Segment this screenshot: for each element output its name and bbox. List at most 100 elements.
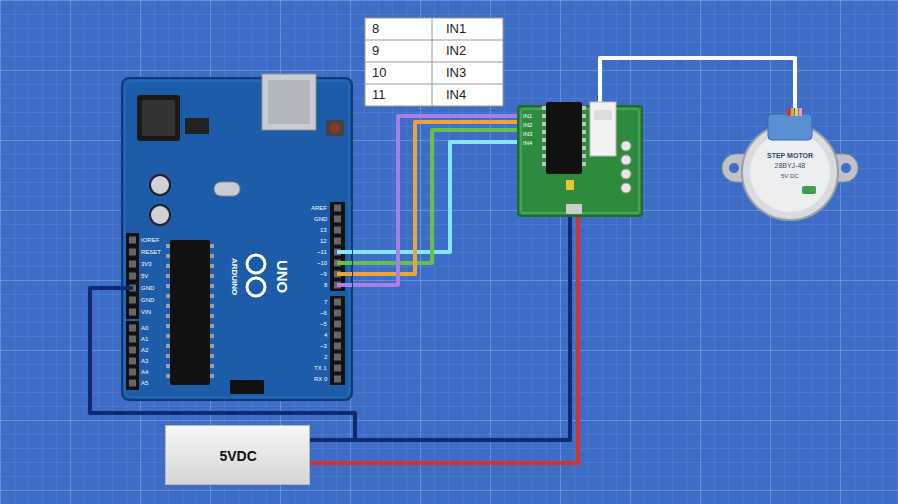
illustration-part [337, 250, 352, 254]
pin-label: TX 1 [314, 365, 327, 372]
illustration-part [210, 364, 214, 368]
illustration-part [166, 364, 170, 368]
illustration-part [129, 297, 136, 304]
illustration-part [210, 254, 214, 258]
illustration-part [729, 163, 739, 173]
illustration-part [137, 95, 180, 141]
illustration-part [582, 106, 586, 110]
illustration-part [210, 274, 214, 278]
illustration-part [621, 169, 631, 179]
illustration-part [621, 155, 631, 165]
illustration-part [210, 354, 214, 358]
illustration-part [542, 130, 546, 134]
pin-label: A2 [141, 347, 148, 354]
pin-name: IN3 [523, 131, 532, 138]
pin-label: ~3 [320, 343, 327, 350]
illustration-part [750, 132, 830, 212]
illustration-part [166, 284, 170, 288]
illustration-part [262, 74, 316, 130]
illustration-part [330, 296, 345, 385]
pin-label: ~10 [317, 260, 327, 267]
illustration-part [802, 186, 816, 194]
pin-label: ~9 [320, 271, 327, 278]
illustration-part [334, 227, 341, 234]
illustration-part [582, 146, 586, 150]
pin-label: GND [314, 216, 327, 223]
table-cell: 11 [372, 88, 386, 103]
wire [352, 142, 518, 252]
pin-label: A1 [141, 336, 148, 343]
illustration-part [546, 102, 582, 174]
pin-label: AREF [311, 205, 327, 212]
table-cell: IN1 [446, 22, 466, 37]
illustration-part [334, 365, 341, 372]
illustration-part [334, 205, 341, 212]
illustration-part [166, 374, 170, 378]
illustration-part [326, 120, 344, 136]
pin-label: 12 [320, 238, 327, 245]
illustration-part [210, 264, 214, 268]
illustration-part [151, 176, 169, 194]
pin-label: VIN [141, 309, 151, 316]
brand-name: ARDUINO [230, 257, 239, 294]
illustration-part [210, 334, 214, 338]
illustration-part [166, 354, 170, 358]
illustration-part [129, 249, 136, 256]
illustration-part [337, 283, 352, 287]
illustration-part [542, 146, 546, 150]
illustration-part [122, 78, 352, 400]
wire [352, 122, 518, 274]
table-rule [365, 84, 503, 85]
supply-label: 5VDC [220, 448, 257, 464]
illustration-part [582, 130, 586, 134]
illustration-part [210, 304, 214, 308]
board-model: UNO [274, 259, 291, 292]
table-cell: IN2 [446, 44, 466, 59]
illustration-part [149, 204, 171, 226]
illustration-part [129, 380, 136, 387]
illustration-part [334, 354, 341, 361]
illustration-part [166, 314, 170, 318]
wire [600, 58, 795, 108]
table-frame [365, 18, 503, 106]
illustration-part [129, 309, 136, 316]
pin-name: IN4 [523, 140, 532, 147]
driver-board: IN1IN2IN3IN4 [518, 106, 642, 216]
illustration-part [542, 154, 546, 158]
illustration-part [334, 321, 341, 328]
illustration-part [787, 108, 790, 116]
pin-name: IN2 [523, 122, 532, 129]
illustration-part [166, 304, 170, 308]
illustration-part [542, 138, 546, 142]
pin-label: 2 [324, 354, 327, 361]
illustration-part [334, 343, 341, 350]
illustration-part [799, 108, 802, 116]
illustration-part [582, 138, 586, 142]
illustration-part [594, 110, 612, 120]
pin-label: 13 [320, 227, 327, 234]
illustration-part [542, 122, 546, 126]
illustration-part [129, 358, 136, 365]
pin-label: 4 [324, 332, 327, 339]
pin-label: GND [141, 297, 154, 304]
table-rule [432, 18, 433, 106]
illustration-part [330, 202, 345, 291]
illustration-part [268, 80, 310, 124]
illustration-part [170, 240, 210, 385]
pin-label: GND [141, 285, 154, 292]
illustration-part [166, 324, 170, 328]
motor-marking: 5V DC [781, 173, 799, 180]
illustration-part [129, 237, 136, 244]
pin-label: 5V [141, 273, 148, 280]
illustration-part [621, 183, 631, 193]
power-supply-box: 5VDC [165, 425, 310, 485]
illustration-part [330, 123, 340, 133]
illustration-part [166, 274, 170, 278]
stepper-motor: STEP MOTOR28BYJ-485V DC [722, 108, 858, 226]
illustration-part [126, 233, 139, 319]
pin-label: RESET [141, 249, 161, 256]
illustration-part [166, 344, 170, 348]
illustration-part [166, 244, 170, 248]
table-rule [365, 62, 503, 63]
table-cell: IN4 [446, 88, 466, 103]
